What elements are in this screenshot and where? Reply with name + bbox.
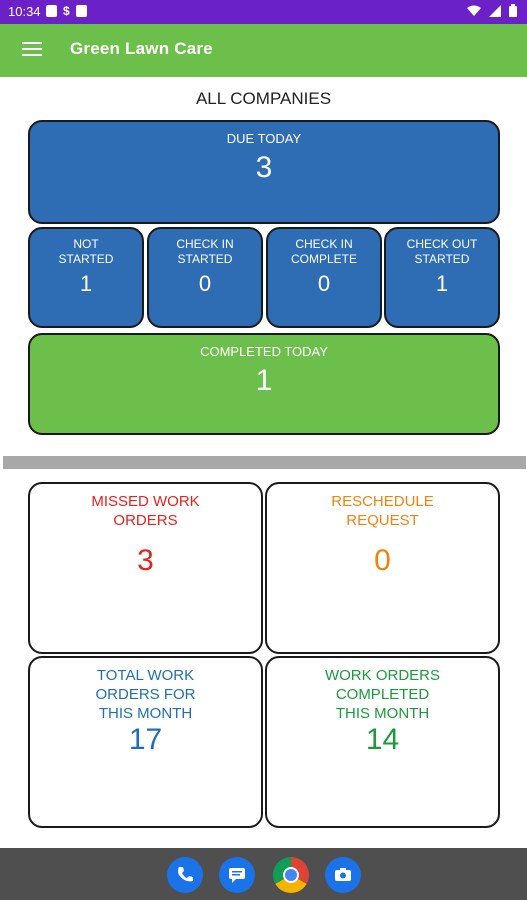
check-out-started-tile[interactable]: CHECK OUT STARTED 1 [384,227,500,328]
section-divider [3,456,526,469]
signal-icon [489,4,501,17]
missed-work-orders-value: 3 [137,544,154,577]
phone-icon[interactable] [167,857,203,893]
total-work-orders-card[interactable]: TOTAL WORK ORDERS FOR THIS MONTH 17 [28,656,263,828]
not-started-label: NOT STARTED [58,237,114,266]
section-title: ALL COMPANIES [195,89,332,108]
completed-today-label: COMPLETED TODAY [200,344,328,359]
battery-icon [509,4,517,17]
missed-work-orders-card[interactable]: MISSED WORK ORDERS 3 [28,482,263,654]
missed-work-orders-label: MISSED WORK ORDERS [91,493,200,529]
app-bar: Green Lawn Care [0,24,527,77]
check-in-started-value: 0 [198,271,212,296]
check-in-complete-label: CHECK IN COMPLETE [290,237,357,266]
status-bar: 10:34 $ [0,0,527,24]
completed-today-value: 1 [255,364,273,397]
completed-this-month-value: 14 [365,723,400,756]
check-in-complete-tile[interactable]: CHECK IN COMPLETE 0 [266,227,382,328]
due-today-tile[interactable]: DUE TODAY 3 [28,120,500,224]
status-icons: $ [46,5,87,17]
reschedule-request-card[interactable]: RESCHEDULE REQUEST 0 [265,482,500,654]
completed-this-month-label: WORK ORDERS COMPLETED THIS MONTH [324,667,440,722]
status-time: 10:34 [8,4,41,19]
app-title: Green Lawn Care [70,39,213,58]
check-in-complete-value: 0 [317,271,331,296]
check-out-started-label: CHECK OUT STARTED [406,237,478,266]
reschedule-request-value: 0 [374,544,391,577]
not-started-tile[interactable]: NOT STARTED 1 [28,227,144,328]
completed-today-tile[interactable]: COMPLETED TODAY 1 [28,333,500,435]
messages-icon[interactable] [219,857,255,893]
check-out-started-value: 1 [435,271,449,296]
not-started-value: 1 [79,271,93,296]
sd-card-icon [75,5,87,17]
reschedule-request-label: RESCHEDULE REQUEST [331,493,434,529]
total-work-orders-label: TOTAL WORK ORDERS FOR THIS MONTH [95,667,196,722]
camera-icon[interactable] [325,857,361,893]
due-today-value: 3 [255,151,273,184]
total-work-orders-value: 17 [128,723,163,756]
chrome-icon[interactable] [273,857,309,893]
navigation-bar [0,848,527,900]
menu-icon[interactable] [22,42,42,58]
status-right-icons [467,4,517,17]
notification-icon [46,5,57,17]
completed-this-month-card[interactable]: WORK ORDERS COMPLETED THIS MONTH 14 [265,656,500,828]
dollar-icon: $ [63,4,70,18]
due-today-label: DUE TODAY [226,131,302,146]
check-in-started-tile[interactable]: CHECK IN STARTED 0 [147,227,263,328]
check-in-started-label: CHECK IN STARTED [176,237,234,266]
wifi-icon [467,5,481,16]
